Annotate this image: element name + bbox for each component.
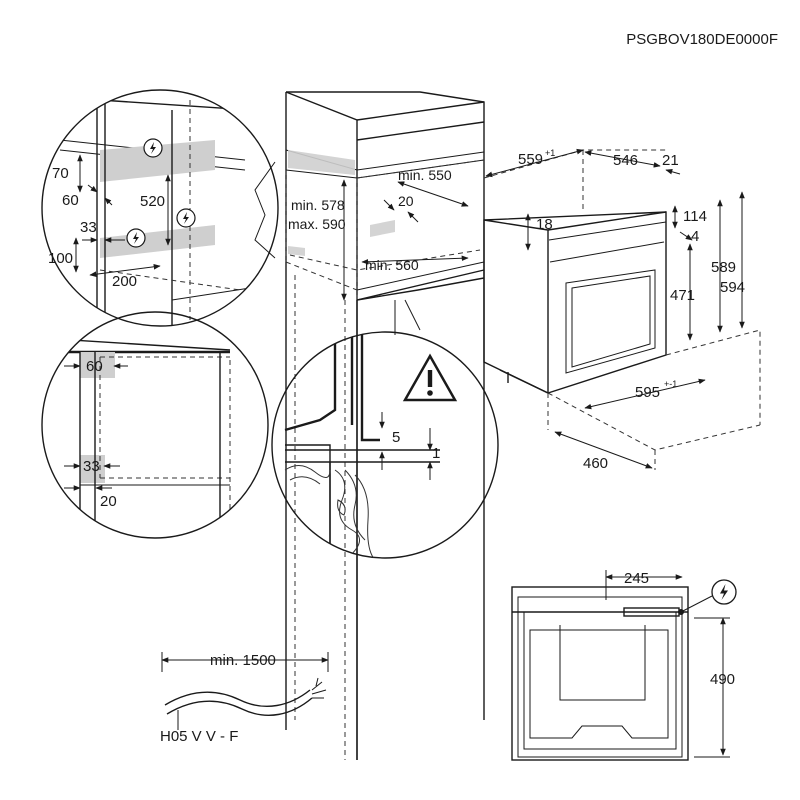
dim-min-560: min. 560 xyxy=(365,257,419,273)
detail-dim-100: 100 xyxy=(48,250,73,267)
dim-min-578: min. 578 xyxy=(291,197,345,213)
side-dim-33: 33 xyxy=(83,458,100,475)
back-dim-490: 490 xyxy=(710,671,735,688)
dim-589: 589 xyxy=(711,259,736,276)
back-view-drawing: 245 490 xyxy=(511,570,737,761)
dim-114: 114 xyxy=(683,208,707,225)
model-code: PSGBOV180DE0000F xyxy=(626,31,778,48)
dim-460: 460 xyxy=(583,455,608,472)
dim-21: 21 xyxy=(662,152,679,169)
detail-circle-top: 70 60 520 33 100 200 xyxy=(41,89,279,327)
dim-559: 559 xyxy=(518,151,543,168)
dim-4: 4 xyxy=(691,228,699,245)
detail-dim-200: 200 xyxy=(112,273,137,290)
dim-471: 471 xyxy=(670,287,695,304)
gap-dim-5: 5 xyxy=(392,429,400,446)
cable-length: min. 1500 xyxy=(210,652,276,669)
lightning-icon xyxy=(711,579,737,605)
detail-circle-side: 60 33 20 xyxy=(41,311,269,539)
side-dim-20: 20 xyxy=(100,493,117,510)
dim-594: 594 xyxy=(720,279,745,296)
detail-dim-520: 520 xyxy=(140,193,165,210)
back-dim-245: 245 xyxy=(624,570,649,587)
oven-drawing xyxy=(483,149,761,470)
gap-dim-1: 1 xyxy=(432,445,440,462)
detail-dim-60: 60 xyxy=(62,192,79,209)
dim-18: 18 xyxy=(536,216,553,233)
cable-drawing: min. 1500 H05 V V - F xyxy=(160,652,329,745)
side-dim-60: 60 xyxy=(86,358,103,375)
lightning-icon xyxy=(176,208,196,228)
dim-max-590: max. 590 xyxy=(288,216,346,232)
detail-dim-33: 33 xyxy=(80,219,97,236)
dim-595: 595 xyxy=(635,384,660,401)
lightning-icon xyxy=(126,228,146,248)
dim-595-sup: +-1 xyxy=(664,379,677,389)
dim-min-550: min. 550 xyxy=(398,167,452,183)
cabinet-dimensions: min. 578 max. 590 min. 550 20 min. 560 xyxy=(288,167,469,301)
warning-triangle-icon xyxy=(402,353,458,402)
lightning-icon xyxy=(143,138,163,158)
cable-type: H05 V V - F xyxy=(160,728,238,745)
detail-circle-gap: 5 1 xyxy=(271,331,499,559)
dim-546: 546 xyxy=(613,152,638,169)
detail-dim-70: 70 xyxy=(52,165,69,182)
dim-20-niche: 20 xyxy=(398,193,414,209)
dim-559-sup: +1 xyxy=(545,148,555,158)
oven-dimensions: 559 +1 546 21 18 114 4 471 589 594 595 +… xyxy=(485,148,745,472)
